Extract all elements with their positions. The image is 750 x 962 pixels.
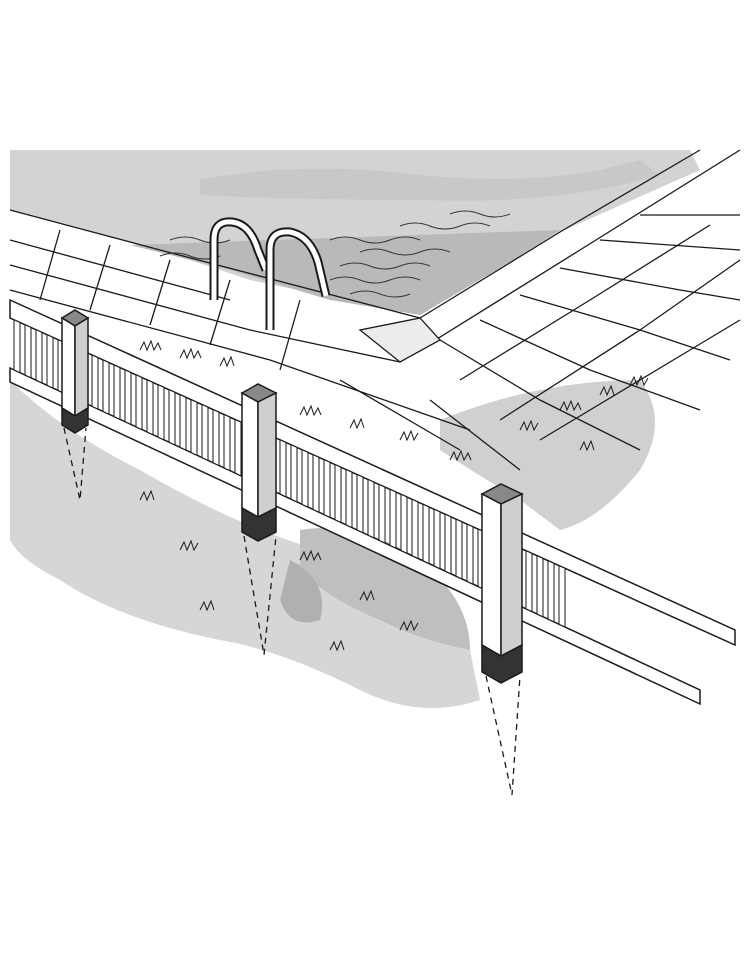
fence-picket bbox=[135, 374, 143, 431]
fence-picket bbox=[35, 328, 43, 384]
fence-picket bbox=[201, 403, 209, 462]
fence-post bbox=[60, 309, 90, 434]
fence-picket bbox=[422, 503, 430, 565]
fence-picket bbox=[536, 554, 544, 618]
fence-picket bbox=[157, 383, 165, 441]
fence-picket bbox=[378, 483, 386, 544]
fence-picket bbox=[13, 319, 21, 374]
fence-picket bbox=[558, 564, 566, 628]
fence-picket bbox=[179, 393, 187, 451]
pool-ladder bbox=[209, 217, 331, 330]
pool-deck-tiles bbox=[9, 149, 741, 471]
fence-picket bbox=[290, 443, 298, 503]
fence-picket bbox=[91, 354, 99, 410]
fence-picket bbox=[102, 359, 110, 415]
fence-picket bbox=[466, 523, 474, 585]
fence-picket bbox=[46, 333, 54, 389]
ground-wash bbox=[10, 380, 655, 708]
fence-picket bbox=[525, 549, 533, 613]
fence-posts bbox=[60, 309, 524, 684]
post-stakes bbox=[63, 427, 521, 796]
fence-picket bbox=[334, 463, 342, 524]
fence-picket bbox=[389, 488, 397, 549]
fence-picket bbox=[455, 518, 463, 580]
fence-picket bbox=[444, 513, 452, 575]
fence-picket bbox=[146, 379, 154, 436]
fence-picket bbox=[433, 508, 441, 570]
water-ripples bbox=[159, 210, 511, 298]
fence-picket bbox=[356, 473, 364, 534]
fence-post bbox=[240, 383, 278, 542]
fence-picket bbox=[312, 453, 320, 513]
fence-picket bbox=[279, 439, 287, 498]
fence-picket bbox=[345, 468, 353, 529]
fence-picket bbox=[24, 323, 32, 379]
fence-picket bbox=[190, 398, 198, 457]
fence-pickets bbox=[13, 319, 566, 628]
fence-picket bbox=[400, 493, 408, 555]
fence-picket bbox=[323, 458, 331, 519]
fence-picket bbox=[301, 448, 309, 508]
fence-picket bbox=[411, 498, 419, 560]
fence-picket bbox=[234, 418, 242, 477]
fence-picket bbox=[367, 478, 375, 539]
fence-picket bbox=[124, 369, 132, 426]
fence-picket bbox=[168, 388, 176, 446]
fence-picket bbox=[212, 408, 220, 467]
fence-picket bbox=[547, 559, 555, 623]
fence-post bbox=[480, 483, 524, 684]
fence-picket bbox=[113, 364, 121, 421]
grass-tufts bbox=[139, 339, 649, 652]
fence-picket bbox=[223, 413, 231, 472]
water-wash bbox=[10, 150, 700, 315]
